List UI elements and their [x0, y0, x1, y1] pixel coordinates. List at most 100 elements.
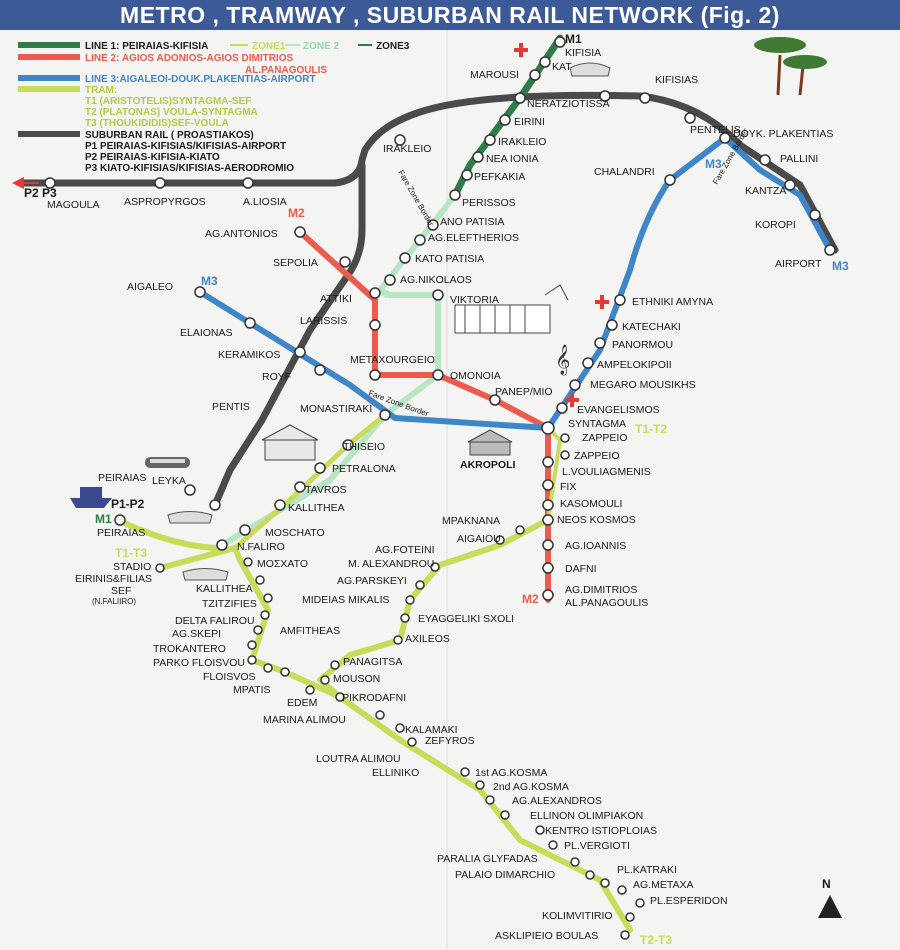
line1-zone3 — [451, 34, 564, 199]
legend-suburban: SUBURBAN RAIL ( PROASTIAKOS) — [85, 130, 254, 141]
station-pl-katraki: PL.KATRAKI — [617, 864, 677, 876]
station-neos-kosmos: NEOS KOSMOS — [557, 514, 636, 526]
station-asklipieio-voulas: ASKLIPIEIO BOULAS — [495, 930, 598, 942]
station-eirini: EIRINI — [514, 116, 545, 128]
station-ag-foteini: AG.FOTEINI — [375, 544, 435, 556]
station-ag-metaxa: AG.METAXA — [633, 879, 693, 891]
station-peiraias: PEIRAIAS — [97, 527, 145, 539]
station-mpatis: MPATIS — [233, 684, 271, 696]
legend: LINE 1: PEIRAIAS-KIFISIA ZONE1 ZONE 2 ZO… — [18, 41, 410, 174]
station-pikrodafni: PIKRODAFNI — [342, 692, 406, 704]
station-pallini: PALLINI — [780, 153, 818, 165]
station-trokantero: TROKANTERO — [153, 643, 226, 655]
station-ampelokipoi: AMPELOKIPOII — [597, 359, 672, 371]
legend-p1: P1 PEIRAIAS-KIFISIAS/KIFISIAS-AIRPORT — [85, 141, 286, 152]
tram-t1-west — [115, 517, 218, 551]
p1p2-marker: P1-P2 — [111, 497, 145, 511]
station-delta-falirou: DELTA FALIROU — [175, 615, 255, 627]
station-kifisias: KIFISIAS — [655, 74, 698, 86]
station-panagitsa: PANAGITSA — [343, 656, 402, 668]
station-ag-skepi: AG.SKEPI — [172, 628, 221, 640]
legend-line2-b: AL.PANAGOULIS — [245, 65, 327, 76]
train-icon — [145, 457, 190, 468]
north-arrow-icon — [818, 895, 842, 918]
station-zefyros: ZEFYROS — [425, 735, 475, 747]
station-ag-paraskevi: AG.PARSKEYI — [337, 575, 407, 587]
station-edem: EDEM — [287, 697, 317, 709]
station-kentro-istioploias: KENTRO ISTIOPLOIAS — [545, 825, 657, 837]
station-katechaki: KATECHAKI — [622, 321, 681, 333]
station-sepolia: SEPOLIA — [273, 257, 318, 269]
station-al-panagoulis: AL.PANAGOULIS — [565, 597, 648, 609]
station-monastiraki: MONASTIRAKI — [300, 403, 372, 415]
header-bar: METRO , TRAMWAY , SUBURBAN RAIL NETWORK … — [0, 0, 900, 30]
station-ag-ioannis: AG.IOANNIS — [565, 540, 626, 552]
station-axileos: AXILEOS — [405, 633, 450, 645]
t1t3-marker: T1-T3 — [115, 546, 147, 560]
station-ethniki-amyna: ETHNIKI AMYNA — [632, 296, 713, 308]
station-airport: AIRPORT — [775, 258, 822, 270]
legend-zone3: ZONE3 — [376, 41, 410, 52]
station-pentelis: PENTELIS — [690, 124, 741, 136]
station-pl-esperidon: PL.ESPERIDON — [650, 895, 728, 907]
legend-p2: P2 PEIRAIAS-KIFISIA-KIATO — [85, 152, 220, 163]
station-aigaleo: AIGALEO — [127, 281, 173, 293]
station-perissos: PERISSOS — [462, 197, 516, 209]
station-attiki: ATTIKI — [320, 293, 352, 305]
station-evangelismos: EVANGELISMOS — [577, 404, 660, 416]
legend-t3: T3 (THOUKIDIDIS)SEF-VOULA — [85, 118, 229, 129]
station-ag-alexandros: AG.ALEXANDROS — [512, 795, 602, 807]
station-ag-nikolaos: AG.NIKOLAOS — [400, 274, 472, 286]
station-moschato: MOSCHATO — [265, 527, 325, 539]
station-ag-dimitrios: AG.DIMITRIOS — [565, 584, 637, 596]
station-parko-floisvou: PARKO FLOISVOU — [153, 657, 245, 669]
m3-right-marker: M3 — [705, 157, 722, 171]
stadio-sub: (N.FALIIRO) — [92, 597, 136, 606]
station-pefkakia: PEFKAKIA — [474, 171, 525, 183]
t2t3-marker: T2-T3 — [640, 933, 672, 947]
station-kalamaki: KALAMAKI — [405, 724, 458, 736]
station-ag-kosma-2: 2nd AG.KOSMA — [493, 781, 569, 793]
station-tavros: TAVROS — [305, 484, 347, 496]
m3-left-marker: M3 — [201, 274, 218, 288]
station-viktoria: VIKTORIA — [450, 294, 499, 306]
legend-t1: T1 (ARISTOTELIS)SYNTAGMA-SEF — [85, 96, 251, 107]
station-mouson: MOUSON — [333, 673, 380, 685]
svg-text:𝄞: 𝄞 — [555, 344, 570, 376]
fare-zone-1: Fare Zone Border — [396, 169, 436, 228]
tram-voula — [337, 694, 633, 933]
ship-icon — [70, 487, 112, 508]
station-kat: KAT — [552, 61, 572, 73]
m1-top-marker: M1 — [565, 32, 582, 46]
station-irakleio: IRAKLEIO — [498, 136, 546, 148]
station-leyka: LEYKA — [152, 475, 186, 487]
north-label: N — [822, 877, 831, 891]
station-kato-patisia: KATO PATISIA — [415, 253, 484, 265]
station-eyaggeliki: EYAGGELIKI SXOLI — [418, 613, 514, 625]
suburban-line-peiraias — [211, 161, 366, 509]
station-keramikos: KERAMIKOS — [218, 349, 280, 361]
station-ag-eleftherios: AG.ELEFTHERIOS — [428, 232, 519, 244]
station-eirinis-filias: EIRINIS&FILIAS — [75, 573, 152, 585]
legend-t2: T2 (PLATONAS) VOULA-SYNTAGMA — [85, 107, 258, 118]
legend-zone2: ZONE 2 — [303, 41, 340, 52]
station-metaxourgeio: METAXOURGEIO — [350, 354, 435, 366]
museum-icon — [454, 284, 569, 334]
station-kallithea: KALLITHEA — [288, 502, 345, 514]
legend-line2: LINE 2: AGIOS ADONIOS-AGIOS DIMITRIOS — [85, 53, 293, 64]
station-aspropyrgos: ASPROPYRGOS — [124, 196, 206, 208]
station-ag-kosma-1: 1st AG.KOSMA — [475, 767, 547, 779]
legend-p3: P3 KIATO-KIFISIAS/KIFISIAS-AERODROMIO — [85, 163, 294, 174]
station-akropoli: AKROPOLI — [460, 459, 516, 471]
station-elaionas: ELAIONAS — [180, 327, 233, 339]
station-kantza: KANTZA — [745, 185, 786, 197]
station-thiseio: THISEIO — [343, 441, 385, 453]
station-mpaknana: MPAKNANA — [442, 515, 500, 527]
m3-airport-marker: M3 — [832, 259, 849, 273]
legend-line3: LINE 3:AIGALEOI-DOUK.PLAKENTIAS-AIRPORT — [85, 74, 316, 85]
station-ag-antonios: AG.ANTONIOS — [205, 228, 278, 240]
legend-tram: TRAM: — [85, 85, 117, 96]
map-title: METRO , TRAMWAY , SUBURBAN RAIL NETWORK … — [120, 2, 780, 28]
station-magoula: MAGOULA — [47, 199, 100, 211]
station-kifisia: KIFISIA — [565, 47, 601, 59]
